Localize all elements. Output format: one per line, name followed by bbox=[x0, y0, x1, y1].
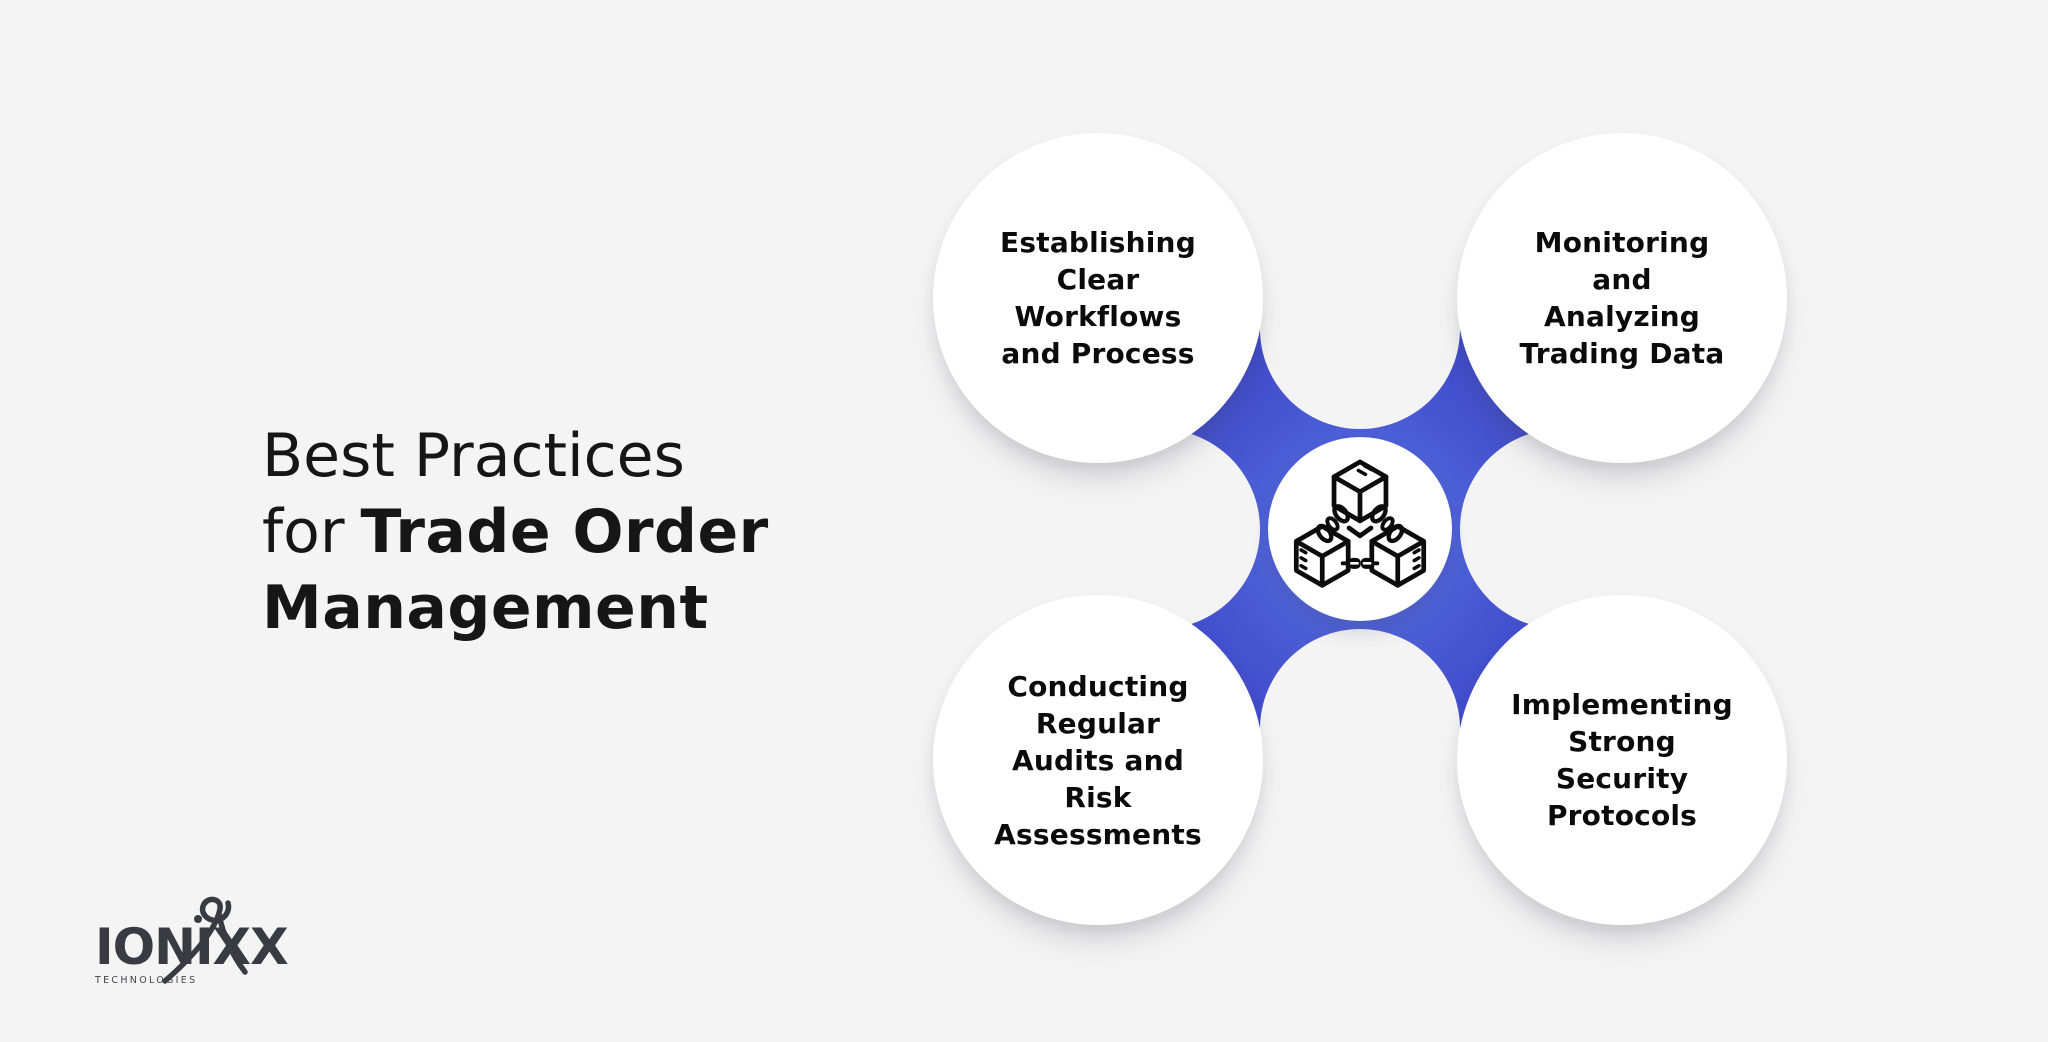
node-label-line: Conducting bbox=[1007, 669, 1189, 703]
logo-swoosh-icon bbox=[162, 896, 248, 984]
node-monitoring-analyzing-trading-data: Monitoring and Analyzing Trading Data bbox=[1457, 133, 1787, 463]
node-label-line: Risk bbox=[1064, 780, 1132, 814]
node-implementing-security-protocols: Implementing Strong Security Protocols bbox=[1457, 595, 1787, 925]
center-badge bbox=[1268, 437, 1452, 621]
node-label-line: Clear bbox=[1056, 263, 1140, 296]
node-label-line: Regular bbox=[1035, 706, 1161, 740]
node-conducting-audits-risk-assessments: Conducting Regular Audits and Risk Asses… bbox=[933, 595, 1263, 925]
blockchain-icon bbox=[1293, 459, 1427, 588]
logo-subtitle: TECHNOLOGIES bbox=[95, 975, 198, 986]
node-label-line: Implementing bbox=[1511, 688, 1733, 721]
logo-wordmark: IONIXX bbox=[95, 918, 289, 976]
node-label-line: Workflows bbox=[1014, 300, 1182, 333]
node-label-line: and Process bbox=[1001, 337, 1195, 370]
blob-spacer-west bbox=[1060, 429, 1260, 629]
node-label-line: Establishing bbox=[1000, 226, 1196, 259]
node-label-line: Trading Data bbox=[1519, 337, 1725, 370]
title-line-1: Best Practices bbox=[262, 421, 685, 491]
blob-spacer-south bbox=[1260, 629, 1460, 829]
node-label-line: Strong bbox=[1568, 725, 1676, 758]
node-label-line: Protocols bbox=[1546, 799, 1698, 832]
node-label-line: and bbox=[1592, 263, 1652, 296]
blob-spacer-north bbox=[1260, 229, 1460, 429]
node-label-line: Monitoring bbox=[1534, 226, 1710, 259]
ionixx-logo: IONIXX TECHNOLOGIES bbox=[95, 896, 315, 1012]
title-line-3: Management bbox=[262, 573, 709, 643]
node-label-line: Audits and bbox=[1012, 743, 1184, 777]
node-label-line: Security bbox=[1555, 762, 1689, 795]
node-label-line: Assessments bbox=[994, 817, 1202, 851]
node-label-line: Analyzing bbox=[1543, 300, 1701, 333]
node-establishing-clear-workflows: Establishing Clear Workflows and Process bbox=[933, 133, 1263, 463]
blob-spacer-east bbox=[1460, 429, 1660, 629]
